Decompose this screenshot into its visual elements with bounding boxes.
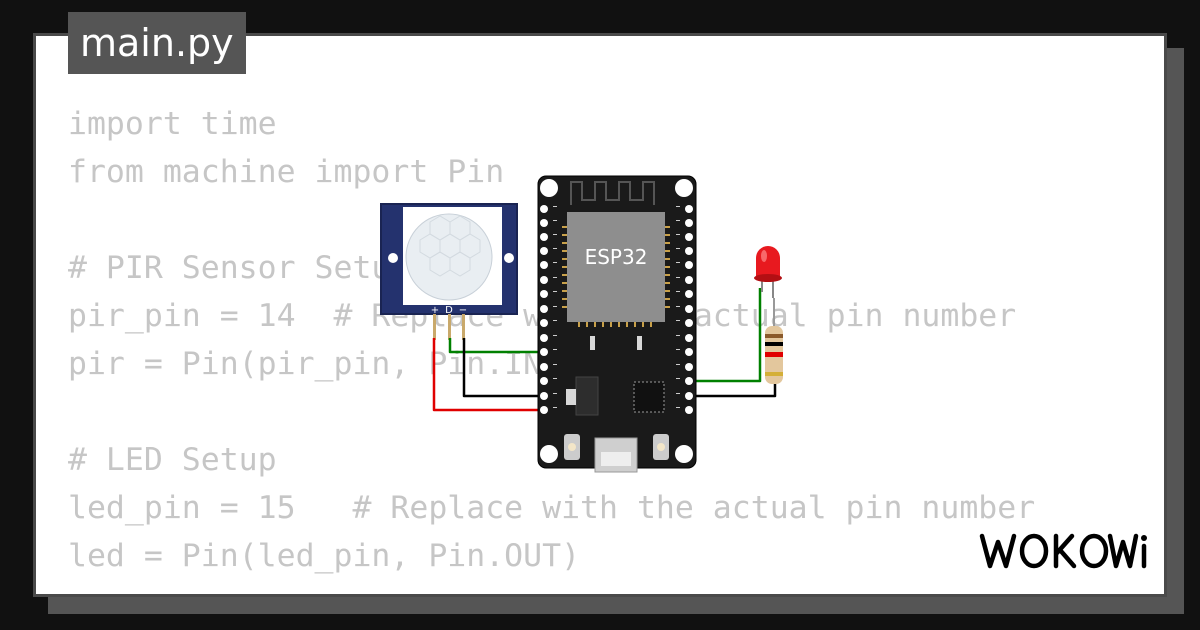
wire-pir-power[interactable] [432, 338, 544, 412]
antenna-trace [570, 181, 655, 205]
pir-pin-vcc-label: + [431, 305, 439, 316]
code-line-8: # LED Setup [68, 442, 277, 478]
esp32-label: ESP32 [585, 245, 648, 269]
pir-mount-hole-right [504, 253, 514, 263]
code-line-2: from machine import Pin [68, 154, 505, 190]
file-tab[interactable]: main.py [68, 12, 246, 74]
pir-pin-out-label: D [445, 305, 453, 316]
pir-mount-hole-left [388, 253, 398, 263]
resistor[interactable] [765, 298, 783, 384]
esp32-board[interactable]: ESP32 [537, 175, 697, 473]
voltage-regulator [575, 376, 599, 416]
red-led[interactable] [754, 246, 782, 298]
code-line-1: import time [68, 106, 277, 142]
esp32-module [567, 212, 665, 322]
wokwi-logo [979, 533, 1147, 569]
code-line-10: led = Pin(led_pin, Pin.OUT) [68, 538, 581, 574]
pir-pin-gnd-label: − [459, 305, 467, 316]
wire-led-ground[interactable] [690, 380, 777, 398]
code-line-9: led_pin = 15 # Replace with the actual p… [68, 490, 1036, 526]
pir-sensor[interactable]: + D − [380, 203, 518, 340]
wire-pir-ground[interactable] [462, 338, 544, 398]
wire-led-signal[interactable] [690, 288, 762, 383]
usb-uart-chip [633, 381, 665, 413]
wire-pir-signal[interactable] [448, 338, 544, 354]
